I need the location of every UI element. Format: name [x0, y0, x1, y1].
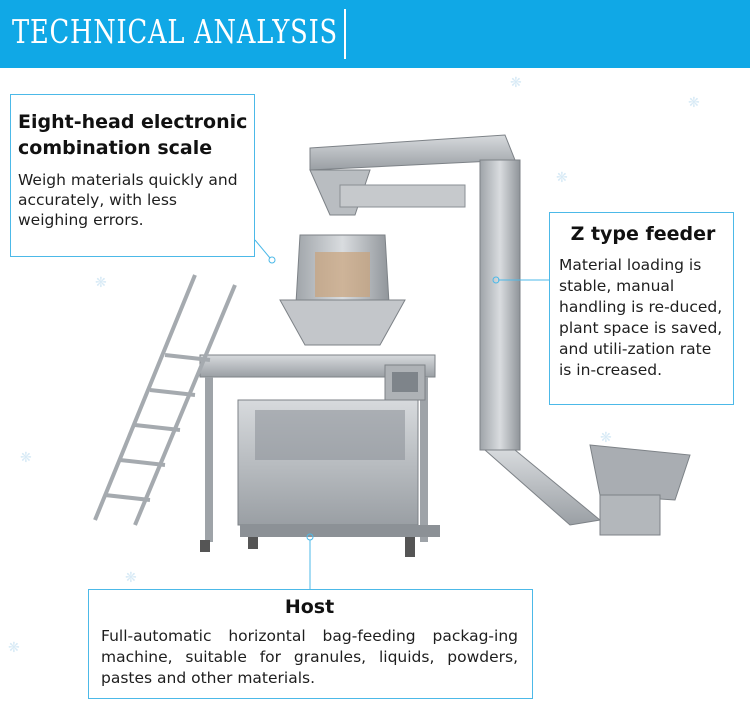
header-banner: TECHNICAL ANALYSIS	[0, 0, 750, 68]
feeder-callout-title: Z type feeder	[570, 223, 716, 245]
page-title: TECHNICAL ANALYSIS	[12, 12, 338, 51]
host-callout: Host Full-automatic horizontal bag-feedi…	[88, 589, 533, 699]
header-divider	[344, 9, 346, 59]
watermark-logo-icon: ❋	[688, 95, 700, 111]
scale-callout-description: Weigh materials quickly and accurately, …	[18, 171, 238, 229]
watermark-logo-icon: ❋	[510, 75, 522, 91]
watermark-logo-icon: ❋	[20, 450, 32, 466]
feeder-callout-description: Material loading is stable, manual handl…	[559, 256, 723, 379]
host-callout-description: Full-automatic horizontal bag-feeding pa…	[101, 627, 518, 687]
watermark-logo-icon: ❋	[556, 170, 568, 186]
scale-callout-title: Eight-head electronic combination scale	[18, 111, 248, 159]
watermark-logo-icon: ❋	[95, 275, 107, 291]
feeder-callout: Z type feeder Material loading is stable…	[549, 212, 734, 405]
watermark-logo-icon: ❋	[125, 570, 137, 586]
scale-callout: Eight-head electronic combination scale …	[10, 94, 255, 257]
watermark-logo-icon: ❋	[600, 430, 612, 446]
host-callout-title: Host	[284, 596, 335, 618]
watermark-logo-icon: ❋	[8, 640, 20, 656]
